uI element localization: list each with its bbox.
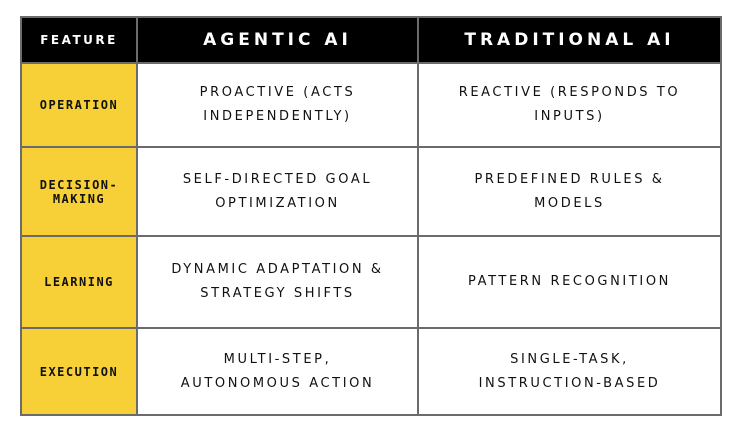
agentic-cell: MULTI-STEP, AUTONOMOUS ACTION — [136, 327, 419, 416]
traditional-cell: SINGLE-TASK, INSTRUCTION-BASED — [417, 327, 722, 416]
table-row: EXECUTION MULTI-STEP, AUTONOMOUS ACTION … — [20, 327, 722, 416]
agentic-cell: DYNAMIC ADAPTATION & STRATEGY SHIFTS — [136, 235, 419, 329]
comparison-table: FEATURE AGENTIC AI TRADITIONAL AI OPERAT… — [20, 16, 722, 416]
traditional-cell: PREDEFINED RULES & MODELS — [417, 146, 722, 237]
table-row: LEARNING DYNAMIC ADAPTATION & STRATEGY S… — [20, 235, 722, 329]
header-traditional-ai: TRADITIONAL AI — [417, 16, 722, 64]
header-row: FEATURE AGENTIC AI TRADITIONAL AI — [20, 16, 722, 64]
agentic-cell: SELF-DIRECTED GOAL OPTIMIZATION — [136, 146, 419, 237]
header-feature: FEATURE — [20, 16, 138, 64]
table-row: DECISION-MAKING SELF-DIRECTED GOAL OPTIM… — [20, 146, 722, 237]
feature-cell: LEARNING — [20, 235, 138, 329]
traditional-cell: REACTIVE (RESPONDS TO INPUTS) — [417, 62, 722, 148]
agentic-cell: PROACTIVE (ACTS INDEPENDENTLY) — [136, 62, 419, 148]
feature-cell: EXECUTION — [20, 327, 138, 416]
traditional-cell: PATTERN RECOGNITION — [417, 235, 722, 329]
feature-cell: OPERATION — [20, 62, 138, 148]
table-row: OPERATION PROACTIVE (ACTS INDEPENDENTLY)… — [20, 62, 722, 148]
feature-cell: DECISION-MAKING — [20, 146, 138, 237]
header-agentic-ai: AGENTIC AI — [136, 16, 419, 64]
